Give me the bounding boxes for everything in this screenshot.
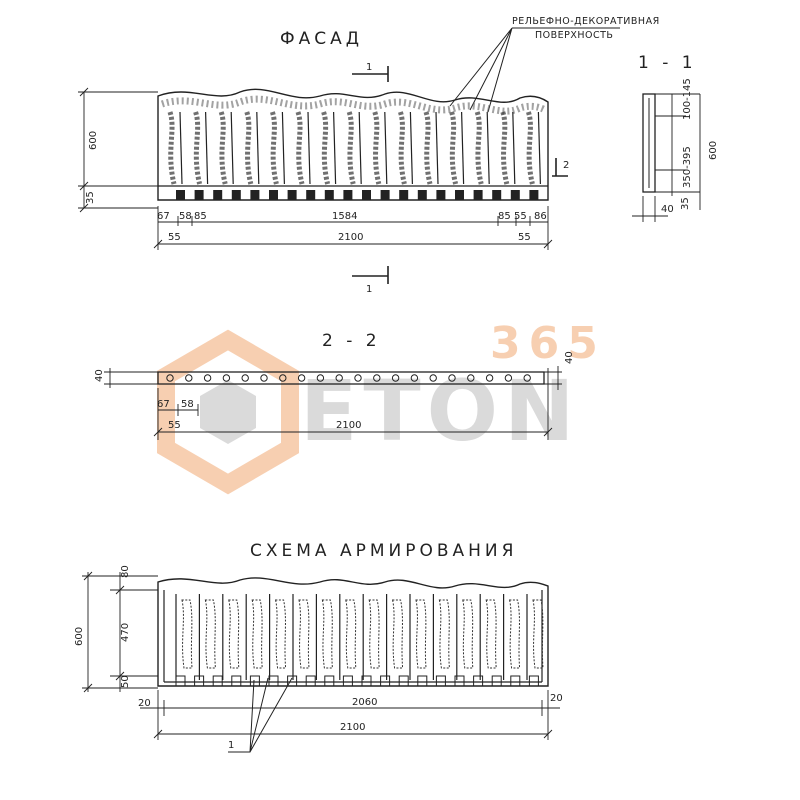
facade-dim-58: 58 <box>179 211 192 222</box>
watermark-number: 365 <box>490 318 606 369</box>
section-1-dim-top: 100-145 <box>682 78 693 120</box>
facade-ribs <box>167 111 541 185</box>
reinforcement-title: СХЕМА АРМИРОВАНИЯ <box>250 541 517 561</box>
cut-marker-side-label: 2 <box>563 160 569 171</box>
section-1-1-title: 1 - 1 <box>638 53 697 73</box>
facade-dim-height: 600 <box>88 131 99 150</box>
watermark: 365 ETON <box>157 318 606 495</box>
reinf-dim-height: 600 <box>74 627 85 646</box>
rebar-callout-leader <box>228 677 293 753</box>
section-1-dim-mid: 350-395 <box>682 146 693 188</box>
section-1-1: 1 - 1 100-145 350-395 600 35 40 <box>632 53 719 222</box>
section-2-dim-67: 67 <box>157 399 170 410</box>
watermark-logo-icon <box>157 329 299 495</box>
reinforcement-teeth <box>175 675 539 687</box>
section-2-dim-total: 2100 <box>336 420 361 431</box>
section-1-dim-thick: 40 <box>661 204 674 215</box>
relief-leader <box>449 27 620 113</box>
cut-marker-top-label: 1 <box>366 62 372 73</box>
facade-dim-85-right: 85 <box>498 211 511 222</box>
section-2-dim-thick: 40 <box>94 369 105 382</box>
facade-teeth <box>176 190 539 200</box>
section-2-2: 2 - 2 40 40 67 58 55 2100 <box>94 331 575 440</box>
section-2-2-title: 2 - 2 <box>322 331 381 351</box>
section-2-dim-58: 58 <box>181 399 194 410</box>
cut-marker-side <box>552 158 568 177</box>
reinf-dim-inner: 2060 <box>352 697 377 708</box>
facade-dim-67: 67 <box>157 211 170 222</box>
watermark-brand: ETON <box>300 362 580 460</box>
section-1-dim-bottom: 35 <box>680 197 691 210</box>
facade-panel-outline <box>157 88 549 201</box>
reinf-dim-20-left: 20 <box>138 698 151 709</box>
rebar-callout-label: 1 <box>228 740 234 751</box>
section-2-holes <box>166 374 531 382</box>
facade-view: ФАСАД РЕЛЬЕФНО-ДЕКОРАТИВНАЯ ПОВЕРХНОСТЬ … <box>78 16 660 295</box>
facade-dim-bottom: 35 <box>85 191 96 204</box>
section-2-dim-55: 55 <box>168 420 181 431</box>
reinf-dim-20-right: 20 <box>550 693 563 704</box>
facade-dim-55-right-small: 55 <box>514 211 527 222</box>
facade-dim-85: 85 <box>194 211 207 222</box>
facade-dim-total: 2100 <box>338 232 363 243</box>
relief-note-line1: РЕЛЬЕФНО-ДЕКОРАТИВНАЯ <box>512 16 660 27</box>
section-1-dim-height: 600 <box>708 141 719 160</box>
facade-dim-middle: 1584 <box>332 211 357 222</box>
reinforcement-bars <box>175 594 544 680</box>
reinf-dim-bottom: 50 <box>120 675 131 688</box>
reinforcement-panel-outline <box>157 577 549 687</box>
facade-dim-55-left: 55 <box>168 232 181 243</box>
facade-title: ФАСАД <box>280 29 363 49</box>
facade-dim-55-right: 55 <box>518 232 531 243</box>
reinf-dim-top: 80 <box>120 565 131 578</box>
cut-marker-top <box>352 66 389 82</box>
cut-marker-bottom <box>352 266 389 284</box>
cut-marker-bottom-label: 1 <box>366 284 372 295</box>
reinforcement-scheme: СХЕМА АРМИРОВАНИЯ 600 80 470 50 20 2060 … <box>74 541 563 753</box>
relief-note-line2: ПОВЕРХНОСТЬ <box>535 30 613 41</box>
reinf-dim-mid: 470 <box>120 623 131 642</box>
reinf-dim-total: 2100 <box>340 722 365 733</box>
section-2-dim-right: 40 <box>564 351 575 364</box>
facade-dim-86: 86 <box>534 211 547 222</box>
